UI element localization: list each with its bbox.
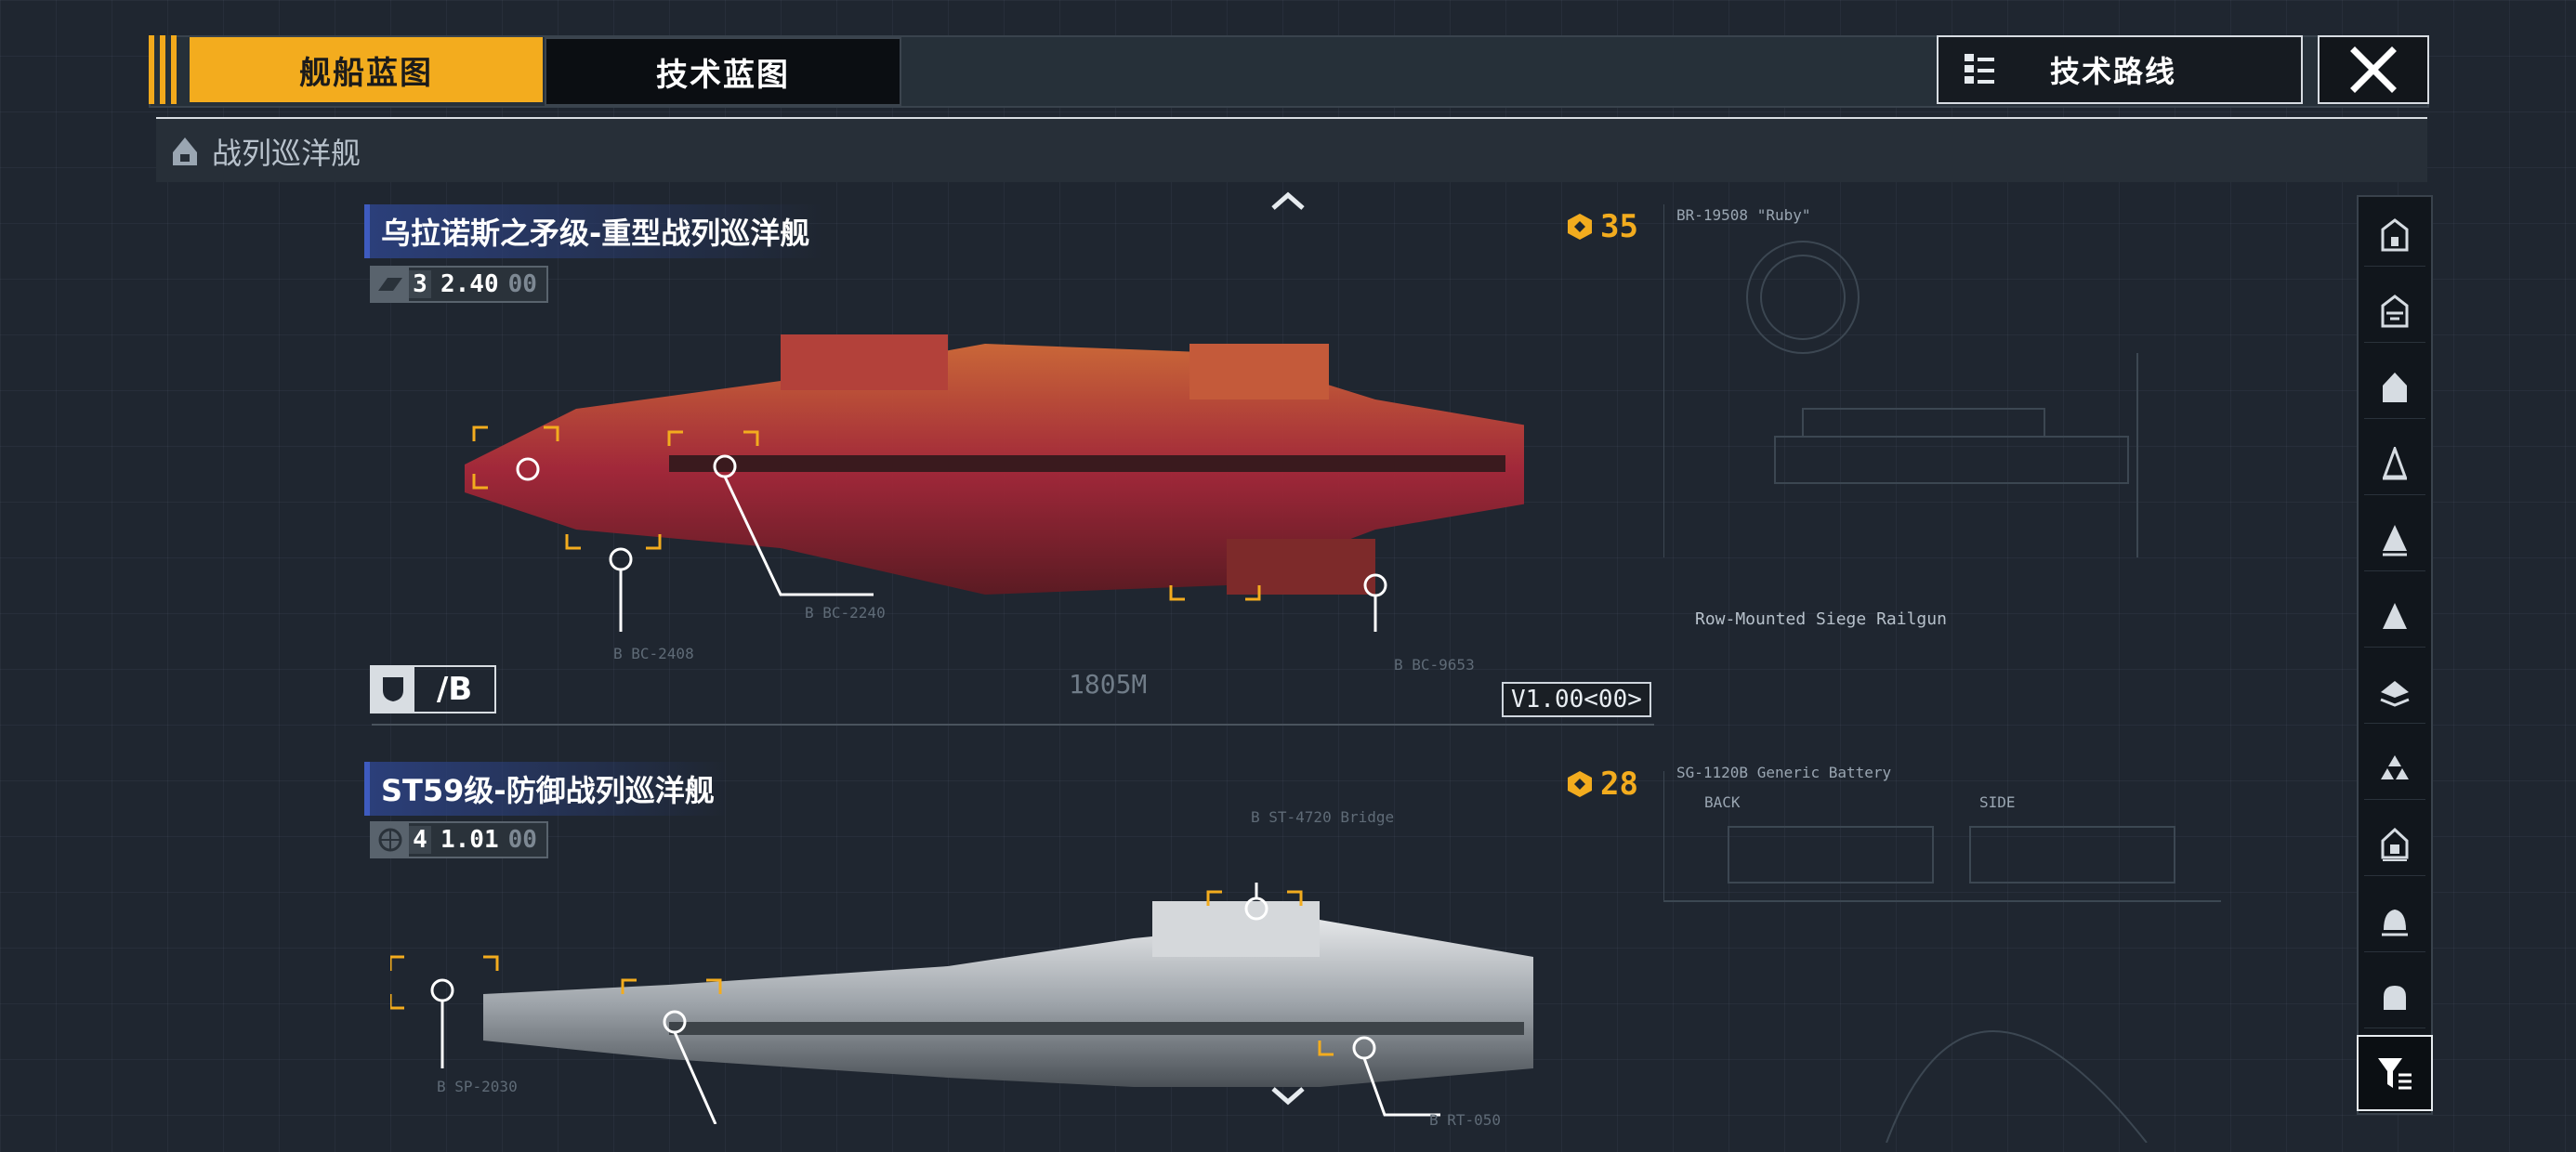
ship-class-icon [2382,447,2408,480]
tech-route-button[interactable]: 技术路线 [1937,35,2303,104]
ship-class-icon [2383,373,2407,402]
part-label: B ST-4720 Bridge [1251,808,1395,826]
sidebar-class-9[interactable] [2364,814,2425,876]
annotation: SG-1120B Generic Battery [1676,764,1892,781]
ship-class-badge: /B [370,665,496,713]
sidebar-class-5[interactable] [2364,509,2425,571]
ship-class-sidebar [2357,195,2433,1115]
part-label: B RT-050 [1429,1111,1502,1129]
tab-ship-blueprint[interactable]: 舰船蓝图 [190,37,543,102]
ship-rating: 3 2.40 00 [370,266,548,303]
rating-type-icon [372,268,409,301]
ship-class-icon [2381,755,2409,779]
sidebar-class-7[interactable] [2364,661,2425,724]
ship-class-icon [2384,986,2406,1010]
tab-tech-blueprint[interactable]: 技术蓝图 [545,37,901,106]
sidebar-class-6[interactable] [2364,585,2425,648]
rating-tier: 4 [409,826,431,854]
part-label: B BC-2408 [613,645,694,662]
part-label: B BC-9653 [1394,656,1475,674]
badge-value: /B [436,671,473,708]
top-bar-accent-stripe [149,35,177,104]
globe-icon [372,823,409,857]
sidebar-class-1[interactable] [2364,204,2425,267]
part-label: B BC-2240 [805,604,886,622]
sidebar-class-10[interactable] [2364,890,2425,952]
filter-icon [2378,1058,2412,1090]
scroll-up-icon[interactable] [1269,190,1307,212]
sidebar-class-11[interactable] [2364,966,2425,1028]
ship-class-icon [2382,910,2408,936]
ship-version: V1.00<00> [1502,682,1651,717]
ship-cost: 28 [1565,766,1638,803]
close-icon [2350,46,2397,93]
ship-class-icon [173,137,197,165]
rating-tier: 3 [409,270,431,298]
rating-suffix: 00 [507,270,537,298]
rating-value: 1.01 [440,826,499,854]
ship-class-icon [2381,218,2409,252]
ship-class-icon [2383,525,2407,556]
blueprint-sketch [1663,204,2138,557]
annotation: SIDE [1979,793,2016,811]
ship-length: 1805M [1069,669,1148,700]
cost-hex-icon [1568,214,1592,240]
sidebar-class-3[interactable] [2364,357,2425,419]
filter-button[interactable] [2357,1035,2433,1111]
ship-class-icon [2381,295,2409,328]
ship-class-icon [2380,681,2410,707]
cost-hex-icon [1568,771,1592,797]
shield-icon [372,667,414,712]
blueprint-sketch [1663,771,2221,1143]
part-label: B SP-2030 [437,1078,518,1095]
ship-cost: 35 [1565,208,1638,245]
ship-image-2 [390,883,1533,1124]
rating-suffix: 00 [507,826,537,854]
annotation: BR-19508 "Ruby" [1676,206,1811,224]
cost-value: 35 [1600,208,1638,245]
cost-value: 28 [1600,766,1638,803]
ship-image-1 [465,334,1524,632]
rating-value: 2.40 [440,270,499,298]
ruler-line [372,724,1654,726]
tech-tree-icon [1965,54,1994,84]
ship-class-icon [2381,828,2409,861]
ship-name: ST59级-防御战列巡洋舰 [364,762,729,816]
sidebar-class-8[interactable] [2364,738,2425,800]
annotation: Row-Mounted Siege Railgun [1695,609,1947,629]
close-button[interactable] [2318,35,2429,104]
scroll-down-icon[interactable] [1269,1085,1307,1107]
section-title: 战列巡洋舰 [212,136,361,171]
ship-rating: 4 1.01 00 [370,821,548,858]
annotation: BACK [1704,793,1741,811]
ship-name: 乌拉诺斯之矛级-重型战列巡洋舰 [364,204,825,258]
section-header: 战列巡洋舰 [156,117,2427,182]
sidebar-class-4[interactable] [2364,433,2425,495]
sidebar-class-2[interactable] [2364,281,2425,343]
tech-route-label: 技术路线 [2050,54,2177,89]
ship-class-icon [2383,603,2407,629]
